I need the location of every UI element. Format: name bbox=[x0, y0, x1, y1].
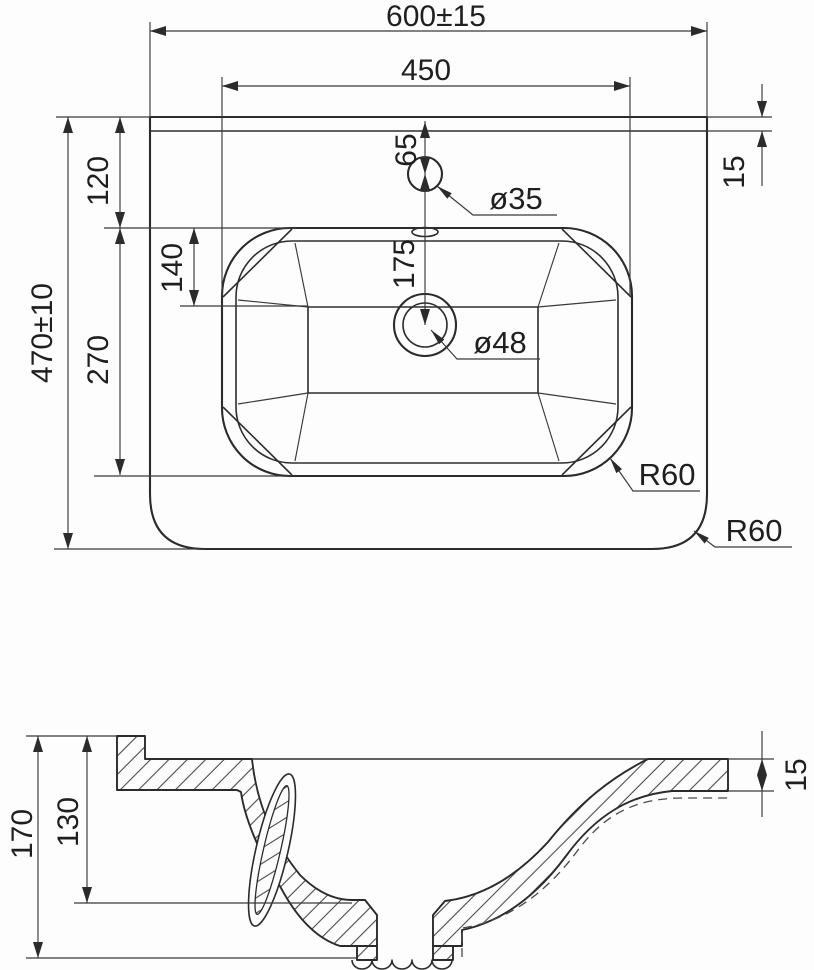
dim-basin-width-label: 450 bbox=[401, 54, 451, 87]
spigot-thread-profile bbox=[351, 959, 453, 970]
centerline-dimensions: 65 175 bbox=[388, 121, 430, 325]
dim-back-to-basin-and-basin-depth: 120 270 bbox=[82, 117, 125, 475]
dim-overall-depth: 470±10 bbox=[26, 117, 73, 549]
dim-rim-thickness-label: 15 bbox=[780, 758, 813, 791]
plan-view: 65 175 600±15 450 15 bbox=[26, 0, 792, 551]
section-view: 170 130 15 bbox=[6, 731, 813, 970]
basin-floor bbox=[237, 242, 617, 462]
basin-floor-rect bbox=[307, 306, 539, 394]
leader-faucet-diameter: ø35 bbox=[436, 181, 557, 216]
dim-basin-inner-offset: 140 bbox=[156, 228, 199, 306]
dim-rim-thickness: 15 bbox=[728, 731, 813, 817]
hidden-outer-contour bbox=[461, 797, 728, 957]
dim-bowl-depth: 130 bbox=[52, 736, 352, 904]
left-extension-lines bbox=[54, 116, 308, 550]
basin-corner-chamfers bbox=[222, 228, 632, 476]
section-ceramic-left bbox=[116, 735, 378, 947]
dim-back-edge: 15 bbox=[707, 84, 772, 189]
dim-overall-depth-label: 470±10 bbox=[26, 283, 59, 383]
countertop-outline bbox=[148, 115, 709, 551]
dim-faucet-to-drain-label: 175 bbox=[388, 239, 421, 289]
bowl-slope-lines bbox=[237, 242, 617, 462]
overflow-channel bbox=[247, 773, 297, 927]
counter-corner-radius-label: R60 bbox=[726, 513, 783, 548]
dim-total-height: 170 bbox=[6, 735, 356, 959]
leader-basin-corner-radius: R60 bbox=[609, 457, 700, 492]
dim-back-edge-label: 15 bbox=[718, 155, 751, 188]
leader-counter-corner-radius: R60 bbox=[693, 513, 792, 548]
dim-basin-width: 450 bbox=[221, 54, 631, 296]
dim-basin-inner-offset-label: 140 bbox=[156, 243, 189, 293]
leader-drain-diameter: ø48 bbox=[430, 325, 540, 360]
dim-basin-depth-label: 270 bbox=[82, 335, 115, 385]
dim-overall-width: 600±15 bbox=[149, 0, 708, 117]
basin-corner-radius-label: R60 bbox=[639, 457, 696, 492]
section-ceramic-right bbox=[432, 758, 729, 947]
dim-back-to-basin-label: 120 bbox=[82, 156, 115, 206]
basin-rim bbox=[220, 226, 634, 478]
faucet-diameter-label: ø35 bbox=[489, 181, 542, 216]
drain-spigot bbox=[351, 945, 454, 970]
drain-diameter-label: ø48 bbox=[473, 325, 526, 360]
dim-total-height-label: 170 bbox=[6, 809, 39, 859]
basin-inner-rim bbox=[235, 240, 619, 464]
dim-faucet-offset-label: 65 bbox=[390, 133, 423, 166]
dim-bowl-depth-label: 130 bbox=[52, 797, 85, 847]
basin-outer-rim bbox=[220, 226, 634, 478]
dim-overall-width-label: 600±15 bbox=[386, 0, 486, 33]
